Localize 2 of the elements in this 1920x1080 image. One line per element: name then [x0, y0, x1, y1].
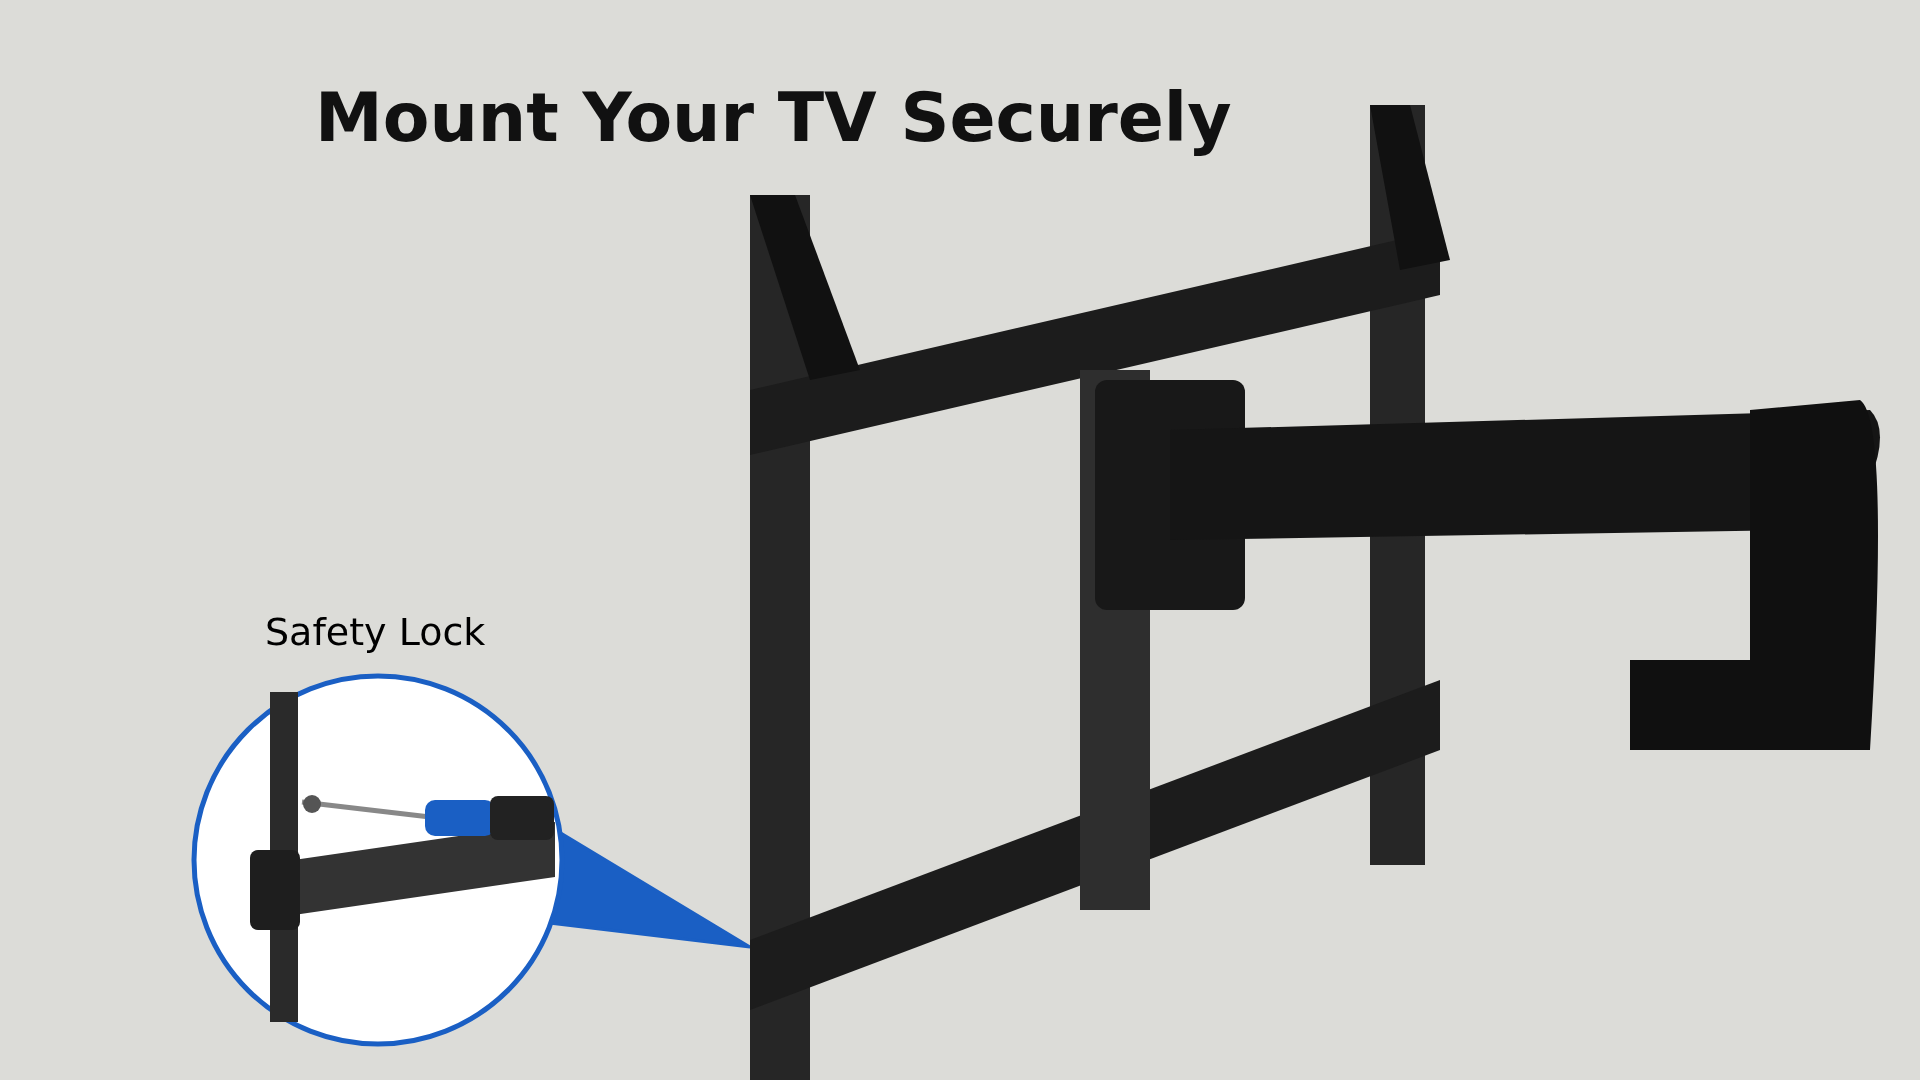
inset-label: Safety Lock	[265, 610, 486, 654]
title: Mount Your TV Securely	[315, 78, 1232, 157]
